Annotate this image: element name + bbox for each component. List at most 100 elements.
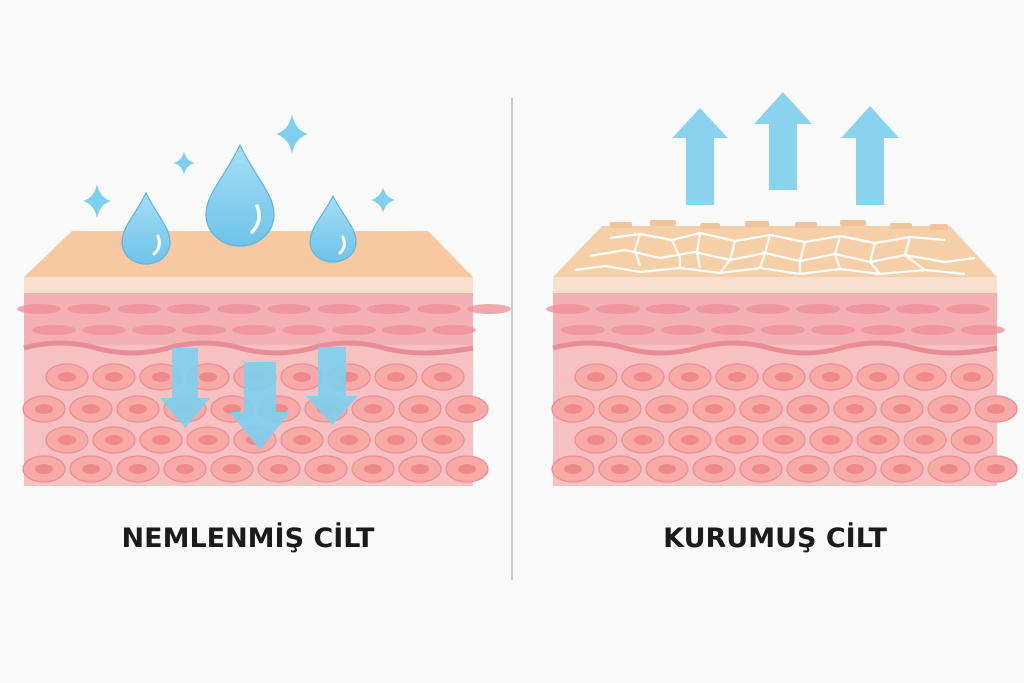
cell-nucleus bbox=[728, 435, 746, 445]
cell-nucleus bbox=[940, 404, 958, 414]
skin-cross-section-right bbox=[546, 220, 1018, 486]
dermis-fiber bbox=[217, 304, 261, 314]
sparkle-icon bbox=[173, 151, 195, 175]
arrow-up-icon bbox=[672, 108, 728, 205]
cell-nucleus bbox=[364, 464, 382, 474]
cell-nucleus bbox=[987, 404, 1005, 414]
dermis-fiber bbox=[367, 304, 411, 314]
dermis-fiber bbox=[167, 304, 211, 314]
dry-skin-label: KURUMUŞ CİLT bbox=[663, 522, 887, 554]
skin-flake bbox=[745, 221, 769, 227]
cell-nucleus bbox=[940, 464, 958, 474]
epidermis-band-left bbox=[24, 277, 473, 293]
cell-nucleus bbox=[893, 464, 911, 474]
dermis-fiber bbox=[896, 304, 940, 314]
dermis-fiber bbox=[232, 325, 276, 335]
dermis-fiber bbox=[282, 325, 326, 335]
cell-nucleus bbox=[411, 464, 429, 474]
dermis-fiber bbox=[117, 304, 161, 314]
arrow-down-icon bbox=[306, 347, 358, 425]
cell-nucleus bbox=[434, 372, 452, 382]
skin-cross-section-left bbox=[17, 231, 511, 486]
cracked-skin-surface bbox=[574, 220, 976, 276]
dermis-fiber bbox=[746, 304, 790, 314]
dermis-fiber bbox=[761, 325, 805, 335]
cell-nucleus bbox=[916, 372, 934, 382]
skin-crack bbox=[868, 242, 881, 275]
cell-nucleus bbox=[963, 435, 981, 445]
cell-nucleus bbox=[846, 464, 864, 474]
dermis-fiber bbox=[861, 325, 905, 335]
cell-nucleus bbox=[58, 372, 76, 382]
cell-nucleus bbox=[705, 464, 723, 474]
dermis-fiber bbox=[796, 304, 840, 314]
cell-nucleus bbox=[869, 435, 887, 445]
dermis-fiber bbox=[82, 325, 126, 335]
skin-crack bbox=[903, 236, 926, 271]
dermis-fiber bbox=[546, 304, 590, 314]
water-drop-icon bbox=[309, 194, 357, 263]
cell-nucleus bbox=[822, 372, 840, 382]
cell-nucleus bbox=[199, 372, 217, 382]
dermis-fiber bbox=[561, 325, 605, 335]
cell-nucleus bbox=[35, 404, 53, 414]
cell-nucleus bbox=[822, 435, 840, 445]
wavy-line-right bbox=[552, 340, 998, 356]
dermis-fiber bbox=[67, 304, 111, 314]
cell-nucleus bbox=[752, 464, 770, 474]
cell-nucleus bbox=[317, 464, 335, 474]
sparkle-icon bbox=[371, 187, 395, 213]
cell-nucleus bbox=[611, 404, 629, 414]
skin-flake bbox=[650, 220, 676, 226]
dermis-fiber bbox=[846, 304, 890, 314]
cell-nucleus bbox=[411, 404, 429, 414]
cell-nucleus bbox=[82, 404, 100, 414]
arrow-up-icon bbox=[841, 106, 899, 205]
dermis-fiber bbox=[696, 304, 740, 314]
cell-nucleus bbox=[458, 464, 476, 474]
cell-nucleus bbox=[105, 372, 123, 382]
dermis-fiber bbox=[332, 325, 376, 335]
cell-nucleus bbox=[129, 404, 147, 414]
dermis-fiber bbox=[17, 304, 61, 314]
dermis-fibers-left bbox=[17, 304, 511, 335]
dermis-fibers-right bbox=[546, 304, 1005, 335]
sparkle-icon bbox=[83, 184, 111, 218]
dermis-fiber bbox=[132, 325, 176, 335]
cell-nucleus bbox=[752, 404, 770, 414]
dermis-fiber bbox=[711, 325, 755, 335]
dermis-fiber bbox=[646, 304, 690, 314]
cell-nucleus bbox=[799, 464, 817, 474]
cell-nucleus bbox=[223, 464, 241, 474]
hydrated-skin-panel: NEMLENMİŞ CİLT bbox=[17, 114, 511, 554]
water-drop-icon bbox=[205, 143, 275, 247]
cell-nucleus bbox=[564, 404, 582, 414]
cell-nucleus bbox=[364, 404, 382, 414]
cell-nucleus bbox=[587, 372, 605, 382]
cell-nucleus bbox=[611, 464, 629, 474]
dermis-fiber bbox=[317, 304, 361, 314]
dermis-fiber bbox=[467, 304, 511, 314]
dermis-fiber bbox=[961, 325, 1005, 335]
hydrated-skin-label: NEMLENMİŞ CİLT bbox=[122, 522, 376, 554]
cell-nucleus bbox=[340, 435, 358, 445]
dermis-fiber bbox=[32, 325, 76, 335]
arrow-down-icon bbox=[230, 362, 290, 450]
skin-flake bbox=[610, 222, 632, 228]
cell-nucleus bbox=[129, 464, 147, 474]
cell-nucleus bbox=[634, 372, 652, 382]
cell-nucleus bbox=[728, 372, 746, 382]
cell-nucleus bbox=[775, 372, 793, 382]
skin-flake bbox=[700, 223, 720, 229]
cell-nucleus bbox=[105, 435, 123, 445]
cell-nucleus bbox=[775, 435, 793, 445]
cell-nucleus bbox=[82, 464, 100, 474]
cell-nucleus bbox=[799, 404, 817, 414]
arrow-up-icon bbox=[754, 92, 812, 190]
dermis-fiber bbox=[267, 304, 311, 314]
dry-skin-panel: KURUMUŞ CİLT bbox=[546, 92, 1018, 554]
skin-crack bbox=[695, 232, 702, 269]
dermis-fiber bbox=[661, 325, 705, 335]
cell-nucleus bbox=[434, 435, 452, 445]
dermis-fiber bbox=[946, 304, 990, 314]
